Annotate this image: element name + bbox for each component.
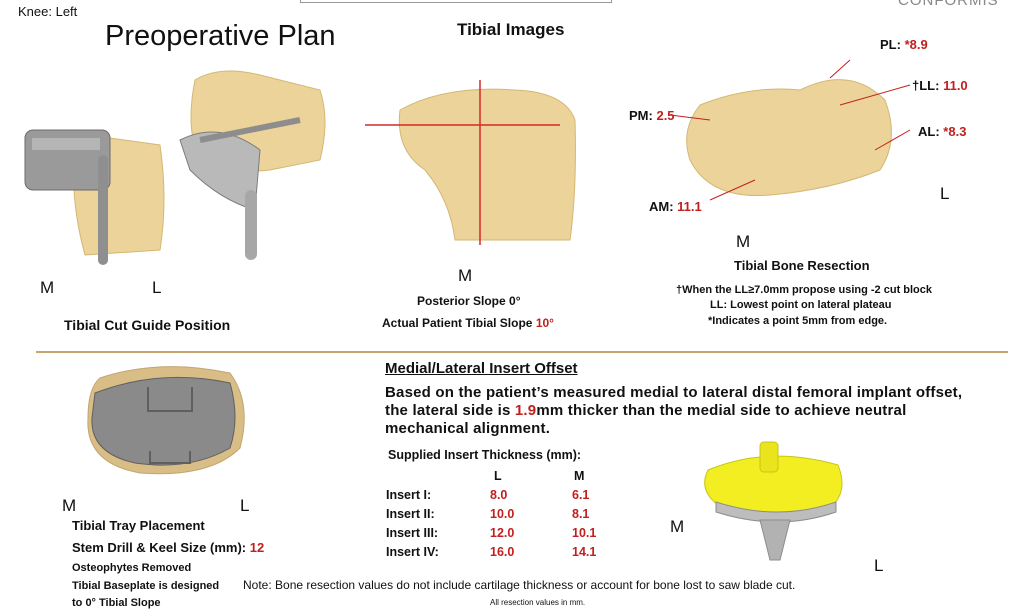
baseplate-note-1: Tibial Baseplate is designed: [72, 580, 220, 592]
tray-placement-illustration: [87, 366, 245, 475]
ll-value: 11.0: [943, 78, 968, 93]
insert-table-header: L M: [386, 466, 596, 485]
ll-measure: †LL: 11.0: [912, 78, 968, 93]
am-measure: AM: 11.1: [649, 199, 702, 214]
tray-medial-label: M: [62, 496, 77, 515]
table-row: Insert IV: 16.0 14.1: [386, 542, 596, 561]
pl-measure: PL: *8.9: [880, 37, 928, 52]
resection-caption: Tibial Bone Resection: [734, 258, 870, 273]
pl-value: *8.9: [904, 37, 928, 52]
offset-paragraph: Based on the patient’s measured medial t…: [385, 384, 985, 438]
resection-note-2: LL: Lowest point on lateral plateau: [710, 299, 892, 311]
tibial-side-view: [365, 80, 576, 245]
cut-guide-illustration: [24, 70, 326, 265]
actual-slope-label: Actual Patient Tibial Slope: [382, 316, 533, 330]
insert-m-value: 8.1: [572, 506, 590, 521]
resection-note-3: *Indicates a point 5mm from edge.: [708, 315, 888, 327]
tibial-images-title: Tibial Images: [457, 20, 565, 39]
footer-units: All resection values in mm.: [490, 598, 586, 607]
stem-size-label: Stem Drill & Keel Size (mm):: [72, 540, 247, 555]
insert-l-value: 16.0: [490, 544, 515, 559]
table-row: Insert II: 10.0 8.1: [386, 504, 596, 523]
resection-lateral-label: L: [940, 184, 950, 203]
insert-l-value: 10.0: [490, 506, 515, 521]
pm-value: 2.5: [656, 108, 675, 123]
offset-value: 1.9: [514, 402, 537, 419]
am-value: 11.1: [677, 199, 702, 214]
section-divider: [36, 351, 1008, 353]
implant-lateral-label: L: [874, 556, 884, 575]
insert-thickness-table: L M Insert I: 8.0 6.1 Insert II: 10.0 8.…: [386, 466, 596, 561]
actual-slope-value: 10°: [535, 316, 554, 330]
tibial-implant-illustration: [704, 441, 843, 561]
implant-medial-label: M: [670, 517, 685, 536]
table-row: Insert I: 8.0 6.1: [386, 485, 596, 504]
tray-lateral-label: L: [240, 496, 250, 515]
al-value: *8.3: [943, 124, 967, 139]
insert-m-value: 6.1: [572, 487, 590, 502]
col-m-header: M: [574, 468, 585, 483]
top-tab-fragment: [300, 0, 612, 3]
insert-m-value: 10.1: [572, 525, 597, 540]
resection-note-1: †When the LL≥7.0mm propose using -2 cut …: [676, 284, 933, 296]
resection-medial-label: M: [736, 232, 751, 251]
brand-logo: CONFORMIS: [898, 0, 999, 9]
cut-guide-lateral-label: L: [152, 278, 162, 297]
insert-name: Insert II:: [386, 506, 435, 521]
tray-placement-caption: Tibial Tray Placement: [72, 518, 205, 533]
insert-table-title: Supplied Insert Thickness (mm):: [388, 448, 582, 462]
posterior-slope-label: Posterior Slope 0°: [417, 294, 521, 308]
insert-name: Insert IV:: [386, 544, 439, 559]
al-measure: AL: *8.3: [918, 124, 966, 139]
table-row: Insert III: 12.0 10.1: [386, 523, 596, 542]
tibial-image-medial-label: M: [458, 266, 473, 285]
cut-guide-caption: Tibial Cut Guide Position: [64, 317, 231, 333]
cut-guide-medial-label: M: [40, 278, 55, 297]
insert-name: Insert I:: [386, 487, 432, 502]
offset-text-after: mm thicker than the medial side to achie…: [385, 402, 907, 437]
stem-size-row: Stem Drill & Keel Size (mm): 12: [72, 540, 264, 555]
ll-label: †LL:: [912, 78, 940, 93]
offset-text-before: Based on the patient’s measured medial t…: [385, 384, 963, 419]
stem-size-value: 12: [249, 540, 265, 555]
actual-slope-row: Actual Patient Tibial Slope 10°: [382, 316, 554, 330]
knee-side-label: Knee: Left: [18, 4, 78, 19]
al-label: AL:: [918, 124, 940, 139]
tibial-plateau-top-view: [669, 59, 911, 201]
col-l-header: L: [494, 468, 502, 483]
insert-l-value: 12.0: [490, 525, 515, 540]
pm-label: PM:: [629, 108, 653, 123]
pl-label: PL:: [880, 37, 901, 52]
insert-m-value: 14.1: [572, 544, 597, 559]
footer-note: Note: Bone resection values do not inclu…: [243, 578, 796, 592]
offset-heading: Medial/Lateral Insert Offset: [385, 360, 578, 377]
osteophytes-note: Osteophytes Removed: [72, 562, 192, 574]
insert-name: Insert III:: [386, 525, 439, 540]
page-title: Preoperative Plan: [105, 20, 336, 52]
baseplate-note-2: to 0° Tibial Slope: [72, 597, 161, 609]
insert-l-value: 8.0: [490, 487, 508, 502]
am-label: AM:: [649, 199, 674, 214]
pm-measure: PM: 2.5: [629, 108, 675, 123]
